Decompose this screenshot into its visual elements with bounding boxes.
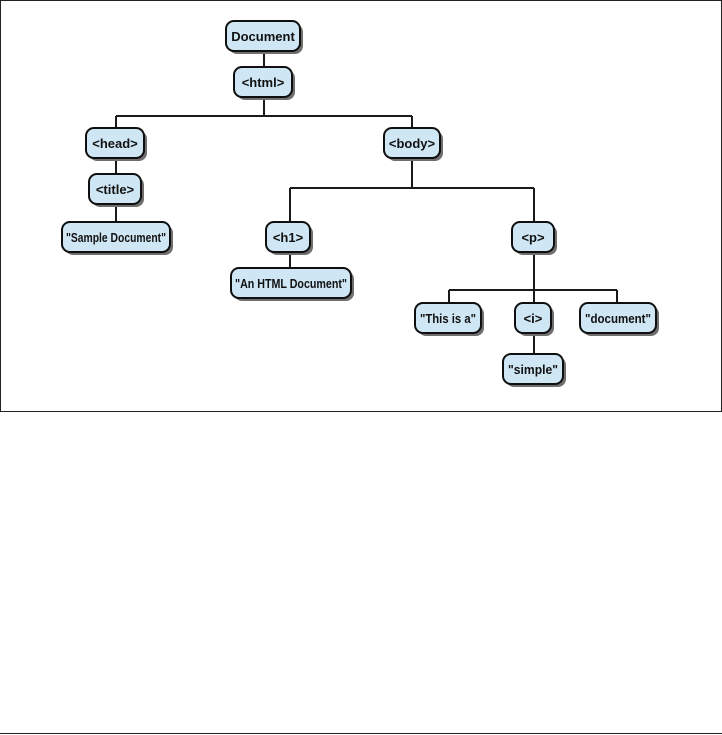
node-html: <html> xyxy=(233,66,295,100)
node-title-label: <title> xyxy=(96,182,135,197)
node-document-text-label: "document" xyxy=(585,311,651,326)
node-i-label: <i> xyxy=(524,311,543,326)
node-body-label: <body> xyxy=(389,136,436,151)
node-document-text: "document" xyxy=(579,302,659,336)
node-html-label: <html> xyxy=(242,75,285,90)
node-this-is-a-label: "This is a" xyxy=(420,311,476,326)
node-sample-document-label: "Sample Document" xyxy=(66,230,166,245)
node-h1-label: <h1> xyxy=(273,230,304,245)
node-an-html-document: "An HTML Document" xyxy=(230,267,354,301)
bottom-rule xyxy=(0,733,722,734)
tree-edges xyxy=(115,52,618,354)
node-document-label: Document xyxy=(231,29,295,44)
node-head-label: <head> xyxy=(92,136,138,151)
node-p-label: <p> xyxy=(521,230,545,245)
node-sample-document: "Sample Document" xyxy=(61,221,173,255)
node-head: <head> xyxy=(85,127,147,161)
node-i: <i> xyxy=(514,302,554,336)
node-p: <p> xyxy=(511,221,557,255)
node-title: <title> xyxy=(88,173,144,207)
node-document: Document xyxy=(225,20,303,54)
dom-tree-diagram: Document <html> <head> <body> <title> "S… xyxy=(61,20,659,387)
node-an-html-document-label: "An HTML Document" xyxy=(235,276,347,291)
node-simple-label: "simple" xyxy=(508,362,558,377)
node-body: <body> xyxy=(383,127,443,161)
node-h1: <h1> xyxy=(265,221,313,255)
node-simple: "simple" xyxy=(502,353,566,387)
node-this-is-a: "This is a" xyxy=(414,302,484,336)
